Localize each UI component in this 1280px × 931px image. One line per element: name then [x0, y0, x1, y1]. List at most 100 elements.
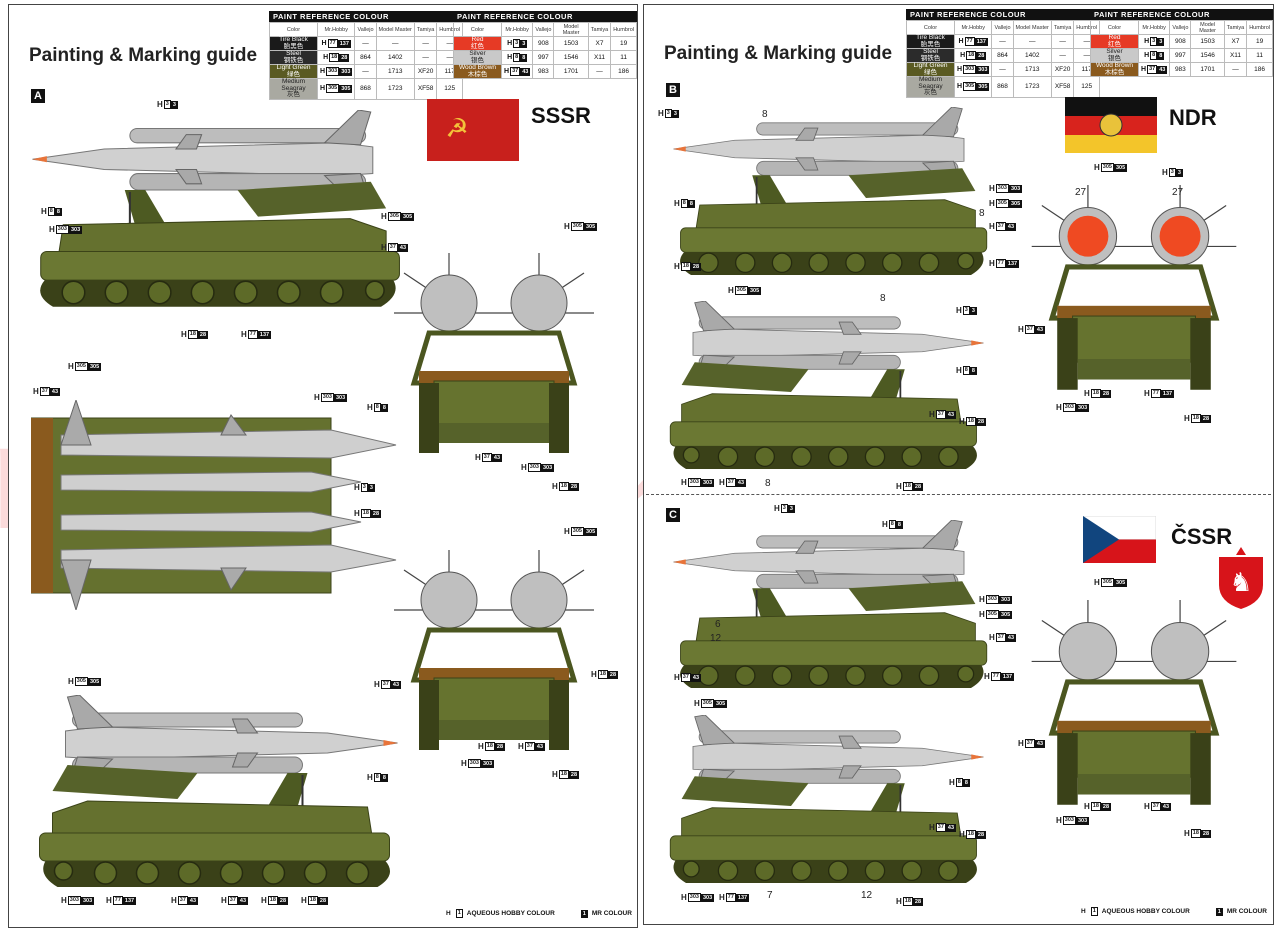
vehicle-side-view-a1	[31, 110, 403, 315]
modelmaster-code: 1503	[553, 36, 589, 51]
modelmaster-code: 1701	[553, 64, 589, 79]
color-name-cn: 木棕色	[1104, 68, 1125, 76]
col-vallejo: Vallejo	[991, 20, 1014, 35]
tamiya-code: XF58	[413, 78, 438, 100]
paint-reference-header: PAINT REFERENCE COLOUR	[906, 9, 1101, 20]
color-name: Red	[1108, 34, 1121, 41]
page-title: Painting & Marking guide	[664, 43, 893, 64]
stencil-number: 27	[1172, 187, 1184, 198]
col-modelmaster: Model Master	[553, 22, 589, 37]
tamiya-code: —	[1050, 48, 1075, 63]
color-name: Wood Brown	[1095, 62, 1134, 69]
color-name: Silver	[469, 50, 486, 57]
stencil-number: 8	[880, 293, 886, 304]
modelmaster-code: 1546	[1190, 48, 1225, 63]
vallejo-code: —	[991, 34, 1014, 49]
modelmaster-code: 1402	[375, 50, 415, 65]
color-name: Medium Seagray	[918, 76, 943, 90]
col-vallejo: Vallejo	[1169, 20, 1192, 35]
color-name: Light Green	[276, 64, 311, 71]
vehicle-side-view-c2	[669, 715, 985, 884]
color-name-cn: 绿色	[287, 70, 300, 78]
legend-mr-swatch: 1	[580, 909, 588, 918]
stencil-number: 6	[715, 619, 721, 630]
vallejo-code: 908	[532, 36, 555, 51]
vallejo-code: —	[991, 62, 1014, 77]
country-label-ndr: NDR	[1169, 105, 1217, 130]
soviet-flag: ☭	[427, 99, 519, 161]
legend-aqueous-label: AQUEOUS HOBBY COLOUR	[466, 910, 555, 917]
tamiya-code: X11	[587, 50, 612, 65]
col-humbrol: Humbrol	[1246, 20, 1273, 35]
vallejo-code: —	[354, 64, 377, 79]
page-title: Painting & Marking guide	[29, 45, 258, 66]
color-name-cn: 钢铁色	[920, 54, 941, 62]
tamiya-code: XF20	[1050, 62, 1075, 77]
color-name-cn: 红色	[471, 42, 484, 50]
modelmaster-code: —	[1012, 34, 1052, 49]
legend-aqueous-swatch: 1	[455, 909, 463, 918]
humbrol-code: 186	[610, 64, 637, 79]
right-page: Painting & Marking guide B C PAINT REFER…	[643, 4, 1274, 925]
vallejo-code: 864	[354, 50, 377, 65]
modelmaster-code: 1723	[1012, 76, 1052, 98]
section-c-label: C	[666, 508, 680, 522]
vallejo-code: 868	[354, 78, 377, 100]
tamiya-code: X7	[1223, 34, 1248, 49]
col-color: Color	[453, 22, 502, 37]
color-name-cn: 红色	[1108, 40, 1121, 48]
legend-aqueous-label: AQUEOUS HOBBY COLOUR	[1101, 908, 1190, 915]
svg-text:☭: ☭	[445, 113, 468, 143]
humbrol-code: 19	[610, 36, 637, 51]
vallejo-code: 997	[532, 50, 555, 65]
col-color: Color	[906, 20, 955, 35]
humbrol-code: 186	[1246, 62, 1273, 77]
col-humbrol: Humbrol	[610, 22, 637, 37]
stencil-number: 8	[765, 478, 771, 489]
color-name-cn: 胎黑色	[283, 42, 304, 50]
color-name: Steel	[923, 48, 938, 55]
col-modelmaster: Model Master	[1190, 20, 1225, 35]
color-name-cn: 木棕色	[467, 70, 488, 78]
modelmaster-code: 1723	[375, 78, 415, 100]
tamiya-code: X11	[1223, 48, 1248, 63]
tamiya-code: XF20	[413, 64, 438, 79]
legend-mr-swatch: 1	[1215, 907, 1223, 916]
